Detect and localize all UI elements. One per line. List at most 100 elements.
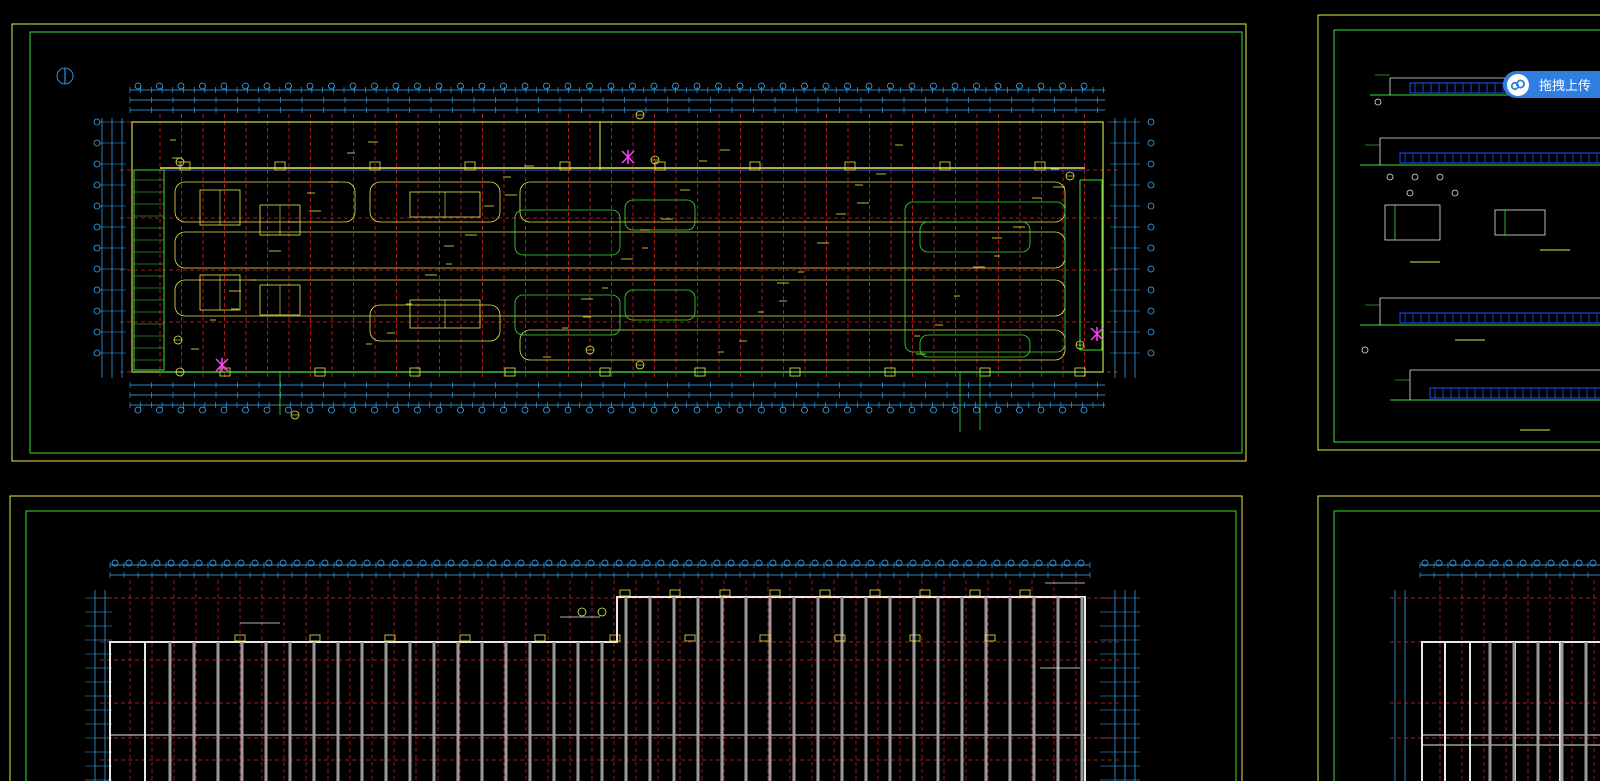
gutter-outlet bbox=[969, 589, 981, 597]
axis-bubble bbox=[672, 406, 679, 414]
axis-bubble bbox=[1147, 160, 1155, 168]
axis-bubble bbox=[242, 406, 249, 414]
axis-bubble bbox=[328, 82, 335, 90]
axis-bubble bbox=[801, 406, 808, 414]
axis-bubble bbox=[328, 406, 335, 414]
axis-bubble bbox=[685, 559, 693, 567]
axis-bubble bbox=[1374, 98, 1382, 106]
axis-bubble bbox=[500, 406, 507, 414]
axis-bubble bbox=[93, 223, 101, 231]
sheet-outer-frame bbox=[11, 23, 1247, 462]
axis-bubble bbox=[199, 406, 206, 414]
axis-bubble bbox=[478, 406, 486, 414]
axis-bubble bbox=[713, 559, 721, 567]
axis-bubble bbox=[435, 82, 443, 90]
valve-symbol bbox=[1090, 327, 1104, 341]
sheet-inner-frame bbox=[1333, 510, 1600, 781]
axis-bubble bbox=[1561, 559, 1569, 567]
axis-bubble bbox=[306, 82, 314, 90]
sheet-frames bbox=[9, 14, 1600, 781]
gutter-outlet bbox=[759, 634, 771, 642]
axis-bubble bbox=[715, 406, 722, 414]
valve-symbol bbox=[621, 150, 635, 164]
axis-bubble bbox=[587, 559, 595, 567]
axis-bubble bbox=[517, 559, 525, 567]
detail-section bbox=[1494, 209, 1546, 236]
axis-bubble bbox=[457, 82, 464, 90]
axis-bubble bbox=[930, 406, 937, 414]
axis-bubble bbox=[285, 406, 292, 414]
axis-bubble bbox=[195, 559, 203, 567]
axis-bubble bbox=[521, 406, 529, 414]
axis-bubble bbox=[881, 559, 889, 567]
axis-bubble bbox=[177, 82, 185, 90]
axis-bubble bbox=[758, 406, 765, 414]
column bbox=[939, 161, 951, 171]
axis-bubble bbox=[715, 82, 722, 90]
axis-bubble bbox=[1411, 173, 1419, 181]
axis-bubble bbox=[139, 559, 147, 567]
axis-bubble bbox=[1147, 244, 1155, 252]
column bbox=[884, 367, 896, 377]
axis-bubble bbox=[1533, 559, 1541, 567]
axis-bubble bbox=[1037, 82, 1045, 90]
sheet-roof-plan-partial bbox=[1390, 559, 1600, 781]
axis-bubble bbox=[1406, 189, 1414, 197]
axis-bubble bbox=[1016, 406, 1023, 414]
column bbox=[274, 161, 286, 171]
axis-bubble bbox=[414, 406, 421, 414]
gutter-outlet bbox=[984, 634, 996, 642]
axis-bubble bbox=[209, 559, 217, 567]
axis-bubble bbox=[111, 559, 119, 567]
axis-bubble bbox=[1059, 406, 1066, 414]
gutter-outlet bbox=[534, 634, 546, 642]
axis-bubble bbox=[822, 82, 830, 90]
axis-bubble bbox=[349, 559, 357, 567]
gutter-outlet bbox=[234, 634, 246, 642]
gutter-outlet bbox=[384, 634, 396, 642]
outer-wall bbox=[131, 121, 1104, 373]
axis-bubble bbox=[643, 559, 651, 567]
axis-bubble bbox=[545, 559, 553, 567]
stair-core bbox=[133, 169, 165, 371]
axis-bubble bbox=[951, 82, 959, 90]
axis-bubble bbox=[607, 406, 615, 414]
axis-bubble bbox=[371, 82, 378, 90]
axis-bubble bbox=[783, 559, 791, 567]
axis-bubble bbox=[223, 559, 231, 567]
axis-bubble bbox=[177, 406, 185, 414]
column bbox=[314, 367, 326, 377]
axis-bubble bbox=[865, 406, 873, 414]
column bbox=[654, 161, 666, 171]
pipe-loop bbox=[624, 199, 696, 231]
axis-bubble bbox=[1147, 265, 1155, 273]
axis-bubble bbox=[671, 559, 679, 567]
axis-bubble bbox=[220, 82, 228, 90]
axis-bubble bbox=[909, 559, 917, 567]
axis-bubble bbox=[220, 406, 228, 414]
gutter-outlet bbox=[1019, 589, 1031, 597]
axis-bubble bbox=[251, 559, 259, 567]
axis-bubble bbox=[349, 406, 357, 414]
axis-bubble bbox=[1147, 223, 1155, 231]
gutter-outlet bbox=[834, 634, 846, 642]
axis-bubble bbox=[650, 82, 658, 90]
axis-bubble bbox=[93, 307, 101, 315]
axis-bubble bbox=[1147, 286, 1155, 294]
axis-bubble bbox=[979, 559, 987, 567]
axis-bubble bbox=[1147, 139, 1155, 147]
axis-bubble bbox=[521, 82, 529, 90]
axis-bubble bbox=[263, 406, 271, 414]
column bbox=[844, 161, 856, 171]
axis-bubble bbox=[489, 559, 497, 567]
axis-bubble bbox=[307, 559, 315, 567]
gutter-outlet bbox=[869, 589, 881, 597]
drag-upload-button[interactable]: 拖拽上传 bbox=[1503, 71, 1600, 98]
axis-bubble bbox=[822, 406, 830, 414]
axis-bubble bbox=[321, 559, 329, 567]
axis-bubble bbox=[125, 559, 133, 567]
sheet-outer-frame bbox=[1317, 14, 1600, 451]
gutter-outlet bbox=[459, 634, 471, 642]
axis-bubble bbox=[153, 559, 161, 567]
